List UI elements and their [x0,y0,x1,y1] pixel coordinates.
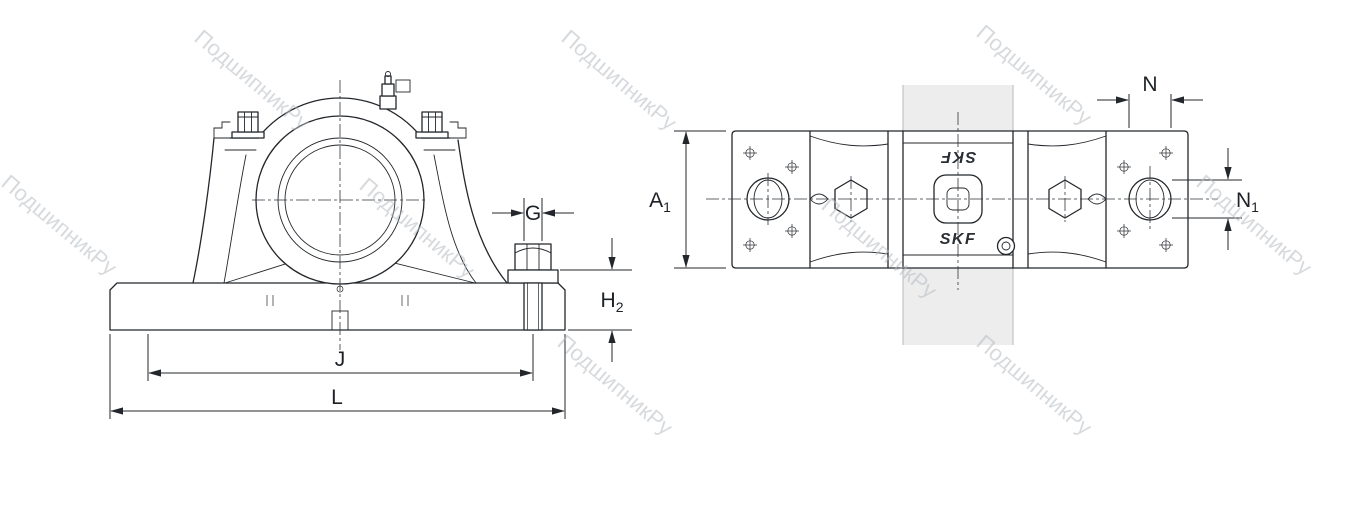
cap-bolt-right [415,111,449,139]
watermark-text: ПодшипникРу [553,330,678,440]
dimension-label-j: J [335,348,346,371]
dimension-n: N [1097,73,1203,128]
dimension-label-a1: A1 [649,189,671,215]
dimension-label-n: N [1142,73,1157,96]
mounting-hole [1117,160,1131,174]
centerlines-front-view [252,80,428,350]
dimension-label-n1: N1 [1236,189,1259,215]
dimension-g: G [492,198,574,241]
front-view: G H2 J L [109,71,632,419]
centerlines-top-view [706,112,1218,290]
dimension-l: L [109,334,566,419]
mounting-hole [1159,146,1173,160]
mounting-holes [743,146,1173,252]
dimension-h2: H2 [560,238,632,362]
watermark-text: ПодшипникРу [557,25,682,135]
cap-bolt-left [231,111,265,139]
dimension-label-h2: H2 [601,289,624,315]
grease-nipple [379,71,411,110]
dimension-label-l: L [331,386,343,409]
skf-logo-bottom: SKF [940,231,977,248]
dimension-label-g: G [525,202,541,225]
mounting-hole [785,224,799,238]
grease-nipple-plan [996,236,1016,256]
mounting-hole [1117,224,1131,238]
watermark-text: ПодшипникРу [0,170,122,280]
watermark-text: ПодшипникРу [972,330,1097,440]
dimension-n1: N1 [1172,148,1259,250]
watermark-text: ПодшипникРу [1192,170,1317,280]
mounting-hole [785,160,799,174]
dimension-a1: A1 [649,130,726,269]
dimension-j: J [147,334,534,381]
mounting-hole [743,238,757,252]
fixing-bolt [507,243,559,331]
mounting-hole [1159,238,1173,252]
mounting-hole [743,146,757,160]
top-view: SKF SKF A1 N [649,73,1259,345]
